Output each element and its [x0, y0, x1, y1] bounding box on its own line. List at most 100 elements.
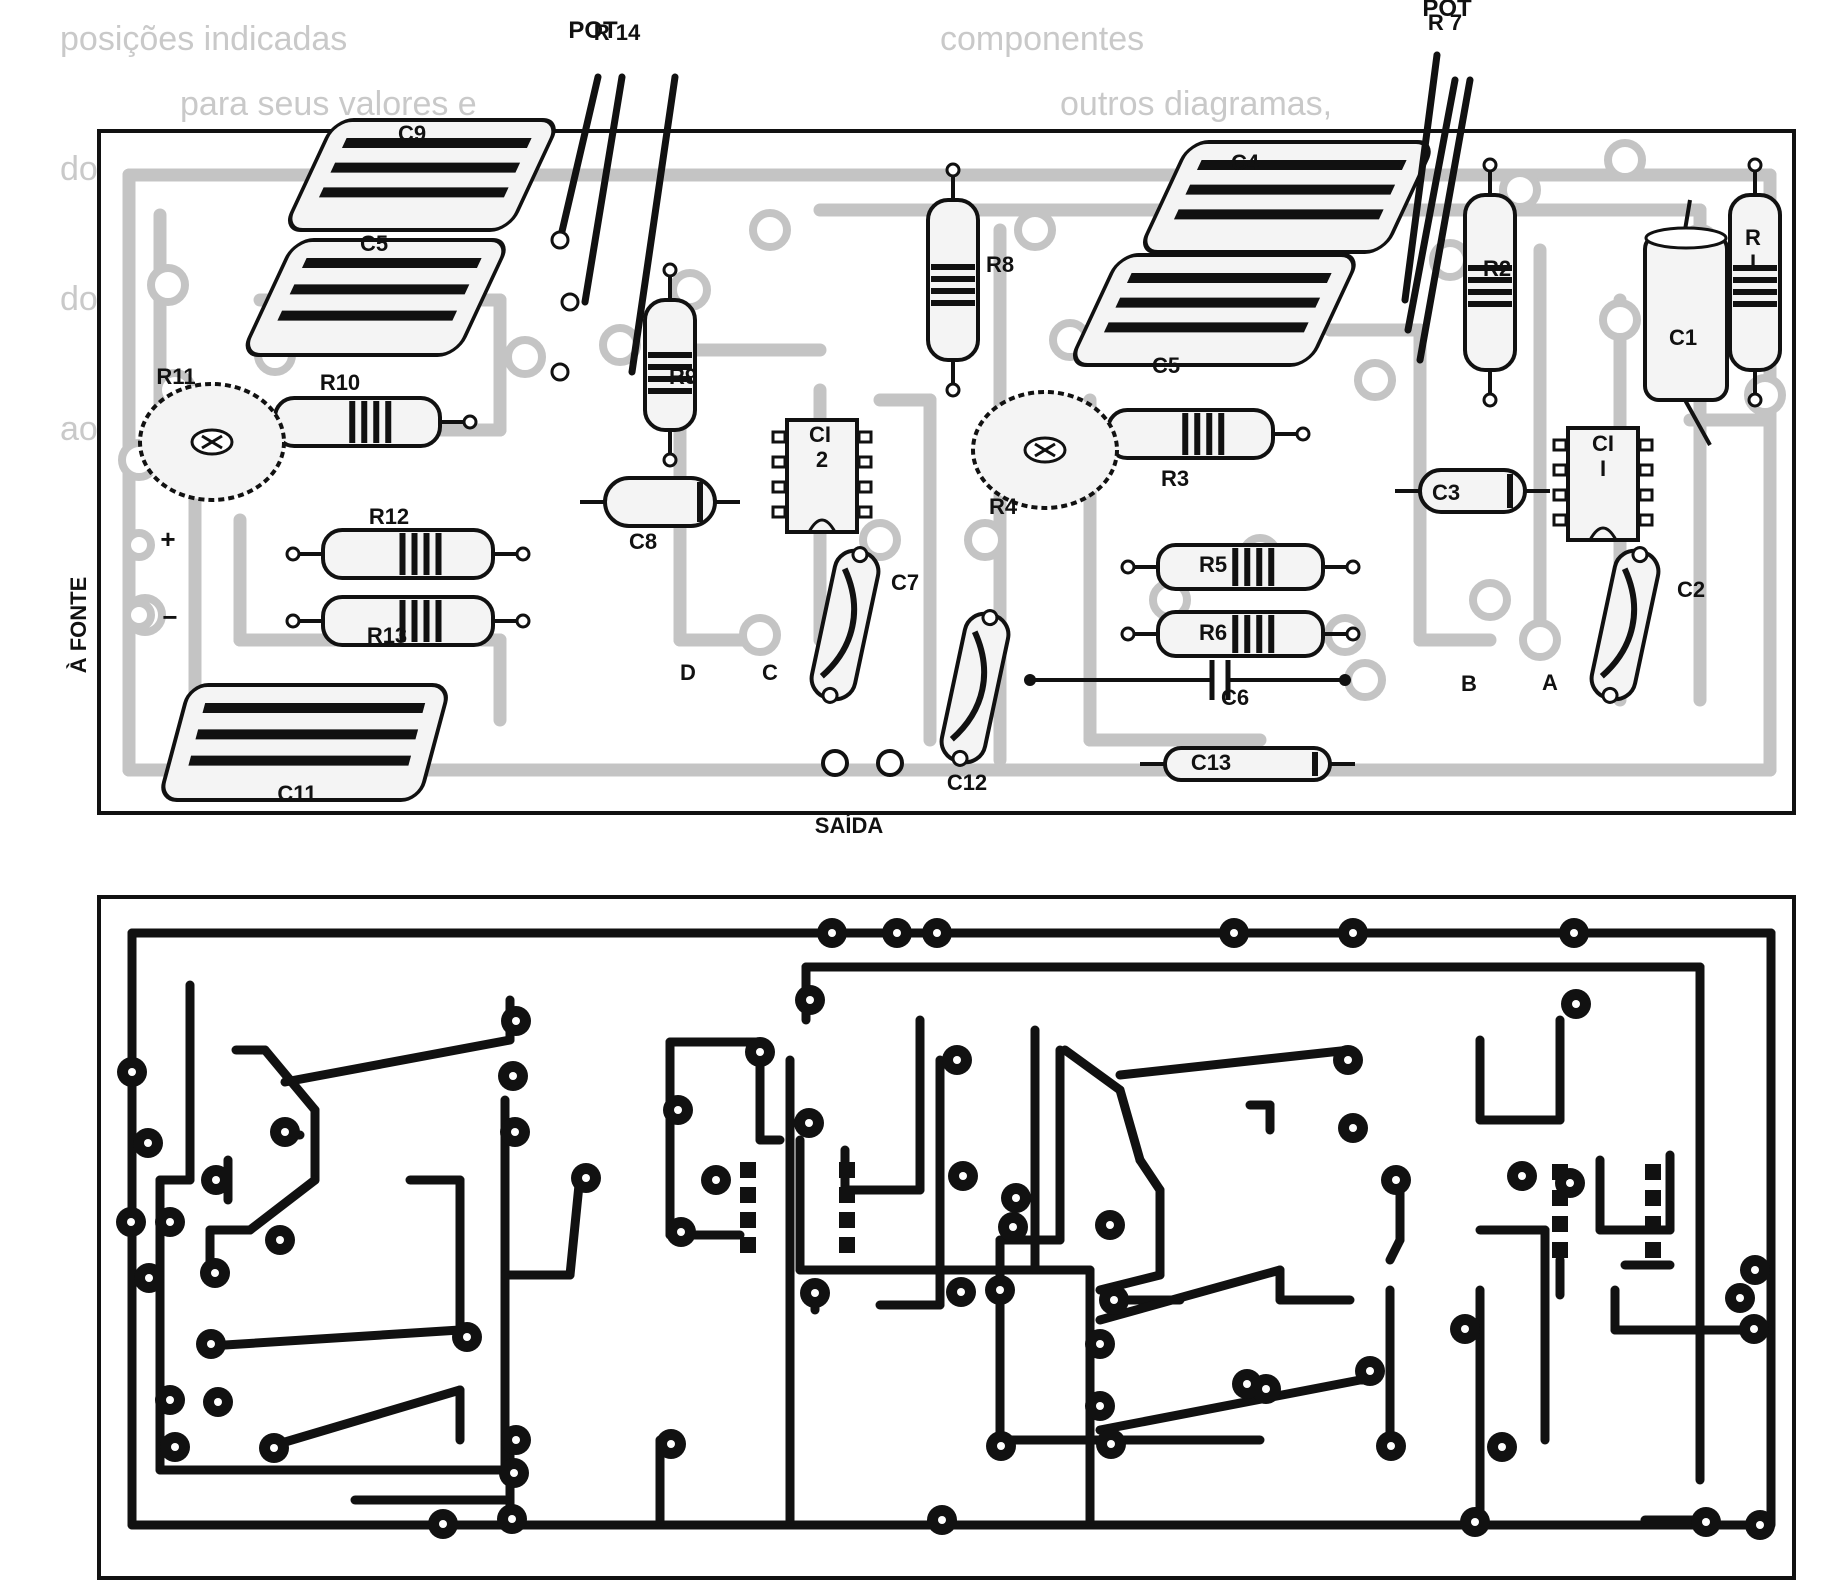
color-band [1256, 548, 1263, 586]
copper-pad-hole [806, 996, 814, 1004]
copper-pad-hole [511, 1128, 519, 1136]
copper-pad-hole [212, 1176, 220, 1184]
copper-pad-hole [1107, 1440, 1115, 1448]
copper-trace [1135, 1155, 1165, 1195]
ic-pin [1638, 463, 1654, 477]
copper-pad-hole [128, 1068, 136, 1076]
label-pot-left: POT [568, 17, 618, 44]
copper-trace [220, 1325, 465, 1350]
color-band [435, 533, 442, 575]
resistor-r10 [237, 396, 478, 448]
trimmer-r4 [971, 390, 1119, 510]
label-c4: C4 [1231, 150, 1260, 175]
resistor-r12 [285, 528, 531, 580]
color-band [1182, 413, 1189, 455]
ic-pad [839, 1162, 855, 1178]
pot-wire [1401, 51, 1441, 304]
color-band [648, 376, 692, 382]
copper-trace [270, 1385, 465, 1450]
ic-notch [807, 518, 837, 533]
color-band [1206, 413, 1213, 455]
copper-pad-hole [171, 1443, 179, 1451]
color-band [411, 533, 418, 575]
film-stripe [1173, 209, 1384, 220]
label-c11: C11 [277, 781, 316, 806]
label-saida: SAÍDA [815, 813, 884, 838]
film-stripe [289, 284, 470, 295]
copper-pad-hole [1736, 1294, 1744, 1302]
color-band [648, 352, 692, 358]
shadow-pad [1604, 139, 1646, 181]
label-r1-top: R [1745, 225, 1761, 250]
film-capacitor-body [1073, 253, 1356, 367]
shadow-pad [1354, 359, 1396, 401]
resistor-r5 [1120, 543, 1361, 591]
copper-pad-hole [1106, 1221, 1114, 1229]
copper-pad-hole [1471, 1518, 1479, 1526]
ic-pad [740, 1237, 756, 1253]
polarity-band [697, 482, 703, 522]
copper-trace [1060, 1045, 1125, 1095]
label-c8: C8 [629, 529, 657, 554]
background-text-line: outros diagramas, [1060, 85, 1332, 123]
copper-pad-hole [1751, 1266, 1759, 1274]
copper-pad-hole [166, 1396, 174, 1404]
solder-point [1747, 392, 1763, 408]
color-band [411, 600, 418, 642]
film-stripe [277, 310, 458, 321]
copper-trace [1115, 1045, 1355, 1080]
pot-wire [1404, 76, 1459, 334]
solder-point [1120, 626, 1136, 642]
copper-pad-hole [270, 1444, 278, 1452]
solder-point [1345, 626, 1361, 642]
color-band [931, 288, 975, 294]
copper-pad-hole [811, 1289, 819, 1297]
output-pad [876, 749, 904, 777]
label-r8: R8 [986, 252, 1014, 277]
copper-pad-hole [1096, 1340, 1104, 1348]
copper-trace [1095, 1265, 1285, 1325]
label-a: A [1542, 670, 1558, 695]
lead-wire [1683, 399, 1712, 446]
label-r3: R3 [1161, 466, 1189, 491]
label-r6: R6 [1199, 620, 1227, 645]
label-pot-right: POT [1422, 0, 1472, 22]
copper-pad-hole [996, 1286, 1004, 1294]
capacitor-c6 [1024, 660, 1351, 700]
copper-pad-hole [1566, 1179, 1574, 1187]
label-ci2-bottom: 2 [816, 447, 828, 472]
solder-point [1024, 674, 1036, 686]
copper-pad-hole [145, 1274, 153, 1282]
capacitor-c2 [1589, 546, 1661, 704]
copper-pad-hole [828, 929, 836, 937]
film-stripe [1196, 160, 1407, 170]
copper-pad-hole [1349, 929, 1357, 937]
film-stripe [301, 258, 482, 268]
solder-point [550, 230, 570, 250]
ic-pin [771, 455, 787, 469]
solder-point [662, 262, 678, 278]
resistor-r6 [1120, 610, 1361, 658]
film-stripe [1185, 184, 1396, 195]
copper-pad-hole [463, 1333, 471, 1341]
solder-point [285, 546, 301, 562]
copper-pad-hole [1750, 1325, 1758, 1333]
ic-pad [1552, 1216, 1568, 1232]
label-plus: + [160, 524, 175, 554]
capacitor-body [1643, 233, 1729, 402]
pot-wire [581, 73, 626, 306]
copper-pad-hole [1243, 1380, 1251, 1388]
output-pad [821, 749, 849, 777]
background-text-line: posições indicadas [60, 20, 347, 58]
copper-pad-hole [211, 1269, 219, 1277]
copper-pad-hole [933, 929, 941, 937]
label-c13: C13 [1191, 750, 1231, 775]
copper-pad-hole [1096, 1402, 1104, 1410]
copper-pad-hole [1262, 1385, 1270, 1393]
capacitor-c7 [809, 546, 881, 704]
resistor-body [1156, 543, 1325, 591]
copper-pad-hole [1012, 1194, 1020, 1202]
color-band [1244, 615, 1251, 653]
film-stripe [202, 703, 426, 713]
copper-pad-hole [512, 1436, 520, 1444]
